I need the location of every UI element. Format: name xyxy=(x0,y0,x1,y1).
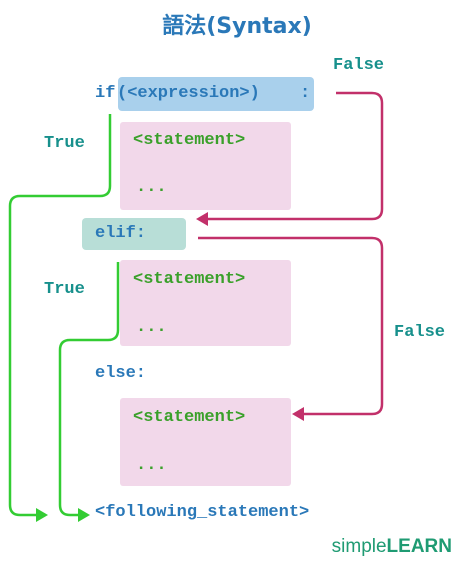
brand-part-learn: LEARN xyxy=(386,536,452,557)
diagram-title: 語法(Syntax) xyxy=(162,14,312,39)
false-arrowhead-if xyxy=(196,212,208,226)
if-keyword: if xyxy=(95,84,116,103)
true-arrowhead-if xyxy=(36,508,48,522)
false-arrow-elif xyxy=(198,236,384,416)
elif-body-statement: <statement> xyxy=(133,270,246,289)
if-body-statement: <statement> xyxy=(133,131,246,150)
if-body-ellipsis: ... xyxy=(136,178,167,197)
elif-body-block xyxy=(120,260,291,346)
elif-keyword: elif: xyxy=(95,224,147,243)
true-label-if: True xyxy=(44,134,85,153)
following-statement: <following_statement> xyxy=(95,503,310,522)
false-arrowhead-elif xyxy=(292,407,304,421)
if-colon: : xyxy=(300,84,311,103)
true-label-elif: True xyxy=(44,280,85,299)
else-body-ellipsis: ... xyxy=(136,456,167,475)
else-keyword: else: xyxy=(95,364,147,383)
false-arrow-if xyxy=(208,91,384,221)
brand-part-simple: simple xyxy=(331,536,387,557)
else-body-block xyxy=(120,398,291,486)
expression-highlight xyxy=(118,77,314,111)
false-label-if: False xyxy=(333,56,385,75)
if-body-block xyxy=(120,122,291,210)
true-arrow-if xyxy=(8,114,112,517)
true-arrowhead-elif xyxy=(78,508,90,522)
if-expression: (<expression>) xyxy=(117,84,260,103)
elif-highlight xyxy=(82,218,186,250)
true-arrow-elif xyxy=(58,262,120,517)
brand-logo: simpleLEARN xyxy=(332,536,452,558)
else-body-statement: <statement> xyxy=(133,408,246,427)
elif-body-ellipsis: ... xyxy=(136,318,167,337)
false-label-elif: False xyxy=(394,323,446,342)
